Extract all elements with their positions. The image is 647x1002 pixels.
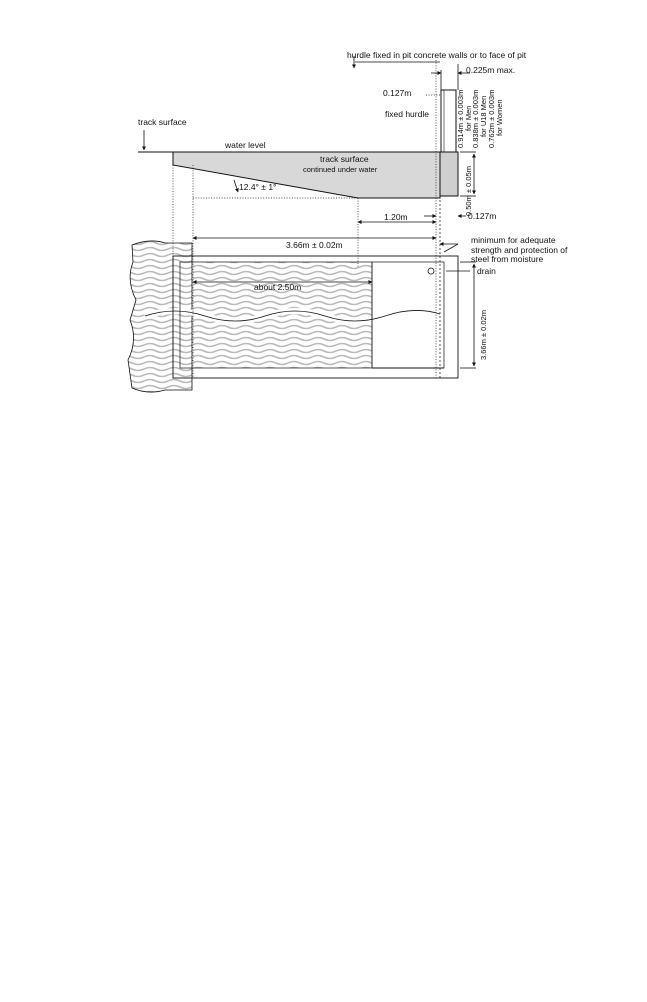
- minimum-line2: strength and protection of: [471, 245, 568, 255]
- max-clearance-label: 0.225m max.: [466, 65, 515, 75]
- minimum-line1: minimum for adequate: [471, 235, 556, 245]
- hurdle-offset-label: 0.127m: [383, 88, 411, 98]
- minimum-line3: steel from moisture: [471, 254, 544, 264]
- u18-height-sub: for U18 Men: [479, 96, 488, 137]
- pit-soil: [144, 262, 441, 368]
- slope-label: 12.4° ± 1°: [239, 182, 276, 192]
- top-title: hurdle fixed in pit concrete walls or to…: [347, 50, 527, 60]
- track-surface-under-label: track surface: [320, 154, 369, 164]
- water-level-label: water level: [224, 140, 266, 150]
- length-120-label: 1.20m: [384, 212, 408, 222]
- dimension-lines: [142, 56, 476, 369]
- u18-height-label: 0.838m ± 0.003m: [471, 90, 480, 148]
- guide-lines: [172, 60, 459, 378]
- length-366-label: 3.66m ± 0.02m: [286, 240, 343, 250]
- depth-366-label: 3.66m ± 0.02m: [479, 310, 488, 360]
- continued-under-water-label: continued under water: [303, 165, 378, 174]
- about-250-label: about 2.50m: [254, 282, 301, 292]
- men-height-label: 0.914m ± 0.003m: [456, 90, 465, 148]
- ground-left: [127, 240, 193, 393]
- drain-label: drain: [477, 266, 496, 276]
- pit-outline: [172, 255, 459, 379]
- women-height-label: 0.762m ± 0.003m: [487, 90, 496, 148]
- depth-050-label: 0.50m ± 0.05m: [464, 166, 473, 216]
- track-surface-profile: [138, 89, 459, 199]
- women-height-sub: for Women: [495, 99, 504, 136]
- fixed-hurdle-label: fixed hurdle: [385, 109, 429, 119]
- track-surface-label: track surface: [138, 117, 187, 127]
- men-height-sub: for Men: [464, 106, 473, 131]
- right-0127-label: 0.127m: [468, 211, 496, 221]
